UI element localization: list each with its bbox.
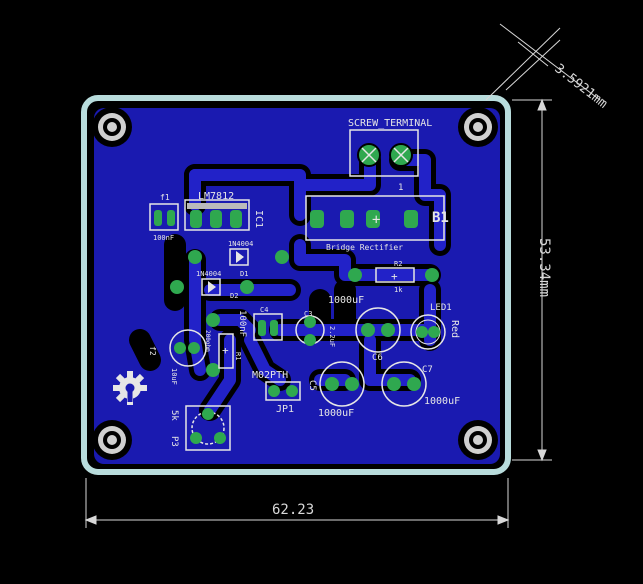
capacitor-c2: f2 10uF (148, 329, 207, 385)
c3-value: 2.2uF (328, 326, 336, 347)
c5-ref: C5 (307, 380, 317, 391)
screw-terminal-label: SCREW_TERMINAL (348, 118, 432, 129)
resistor-r1: + R1 200ohm (204, 313, 242, 377)
width-dimension-label: 62.23 (272, 502, 314, 518)
screw-terminal: SCREW_TERMINAL 1 (348, 118, 432, 193)
board-outline (81, 95, 511, 475)
capacitor-c5: C5 1000uF (307, 361, 365, 419)
r2-value: 1k (394, 286, 403, 294)
mounting-hole-top-right (458, 107, 498, 147)
bridge-value: Bridge Rectifier (326, 243, 403, 252)
c2-value: 10uF (170, 368, 178, 385)
f1-value: 100nF (153, 234, 174, 242)
d2-ref: D2 (230, 292, 238, 300)
svg-text:+: + (391, 270, 398, 283)
r1-value: 200ohm (204, 330, 211, 352)
jumper-jp1: M02PTH JP1 (252, 370, 301, 415)
capacitor-c3: C3 2.2uF (295, 310, 336, 347)
svg-text:+: + (372, 212, 380, 228)
potentiometer-p3: 5k P3 (169, 405, 231, 451)
led-value: Red (449, 320, 460, 338)
dimension-width (84, 478, 510, 528)
height-dimension-label: 53.34mm (536, 238, 552, 297)
diagonal-dimension-label: 3.5921mm (552, 61, 611, 111)
f1-ref: f1 (160, 193, 170, 202)
p3-ref: P3 (169, 436, 179, 447)
capacitor-c7: C7 1000uF (381, 361, 460, 407)
p3-value: 5k (169, 410, 179, 421)
capacitor-f1: f1 100nF (149, 193, 179, 242)
c4-ref: C4 (260, 306, 268, 314)
capacitor-c6: 1000uF C6 (328, 295, 401, 363)
capacitor-c4: 100nF C4 (237, 306, 283, 341)
mounting-hole-top-left (92, 107, 132, 147)
c100nf-value: 100nF (237, 310, 247, 337)
d1-value: 1N4004 (228, 240, 253, 248)
bridge-rectifier: + B1 Bridge Rectifier (305, 195, 449, 252)
regulator-ref: IC1 (253, 210, 264, 228)
resistor-r2: + R2 1k (348, 260, 439, 294)
diode-d1: 1N4004 D1 (188, 240, 289, 278)
c7-value: 1000uF (424, 396, 460, 407)
c5-value: 1000uF (318, 408, 354, 419)
svg-text:+: + (222, 344, 229, 357)
r1-ref: R1 (234, 352, 242, 360)
mounting-holes (92, 107, 498, 460)
traces (189, 154, 446, 416)
bridge-ref: B1 (432, 210, 449, 226)
d2-value: 1N4004 (196, 270, 221, 278)
regulator: LM7812 IC1 (184, 191, 264, 231)
diode-d2: 1N4004 D2 (170, 270, 254, 300)
d1-ref: D1 (240, 270, 248, 278)
led: LED1 Red (410, 303, 460, 350)
r2-ref: R2 (394, 260, 402, 268)
c6-ref: C6 (372, 353, 383, 363)
regulator-value: LM7812 (198, 191, 234, 202)
dimension-diagonal (485, 23, 601, 101)
c1000-top-value: 1000uF (328, 295, 364, 306)
c3-ref: C3 (304, 310, 312, 318)
screw-terminal-pin: 1 (398, 183, 403, 193)
mounting-hole-bottom-left (92, 420, 132, 460)
jp1-ref: JP1 (276, 404, 294, 415)
led-ref: LED1 (430, 303, 452, 313)
mounting-hole-bottom-right (458, 420, 498, 460)
dimension-height (512, 98, 552, 462)
gear-icon (113, 371, 147, 405)
c2-ref: f2 (148, 346, 157, 356)
c7-ref: C7 (422, 365, 433, 375)
jp1-value: M02PTH (252, 370, 288, 381)
